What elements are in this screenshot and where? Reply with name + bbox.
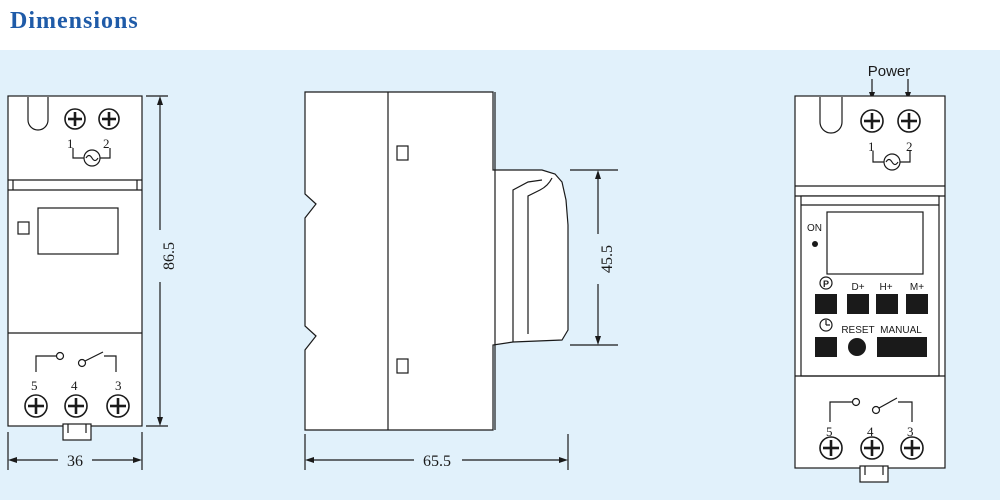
- terminal-label-5: 5: [31, 378, 38, 393]
- hour-plus-label: H+: [879, 282, 892, 293]
- terminal-label-3: 3: [115, 378, 122, 393]
- program-icon: P: [819, 276, 833, 290]
- terminal-label-4: 4: [71, 378, 78, 393]
- terminal-screw-icon: [64, 394, 88, 418]
- reset-button[interactable]: [848, 338, 866, 356]
- front-detail-view: Power 1 2 ON: [794, 63, 946, 483]
- ac-power-icon: [872, 151, 911, 171]
- day-plus-button[interactable]: [847, 294, 869, 314]
- minute-plus-button[interactable]: [906, 294, 928, 314]
- terminal-label-4: 4: [867, 424, 874, 439]
- terminal-label-1: 1: [868, 139, 875, 154]
- dimensions-panel: 1 2 5 4 3: [0, 50, 1000, 500]
- clock-icon: [819, 318, 833, 332]
- dimension-height: 86.5: [161, 242, 178, 270]
- manual-label: MANUAL: [880, 325, 922, 336]
- front-outline-view: 1 2 5 4 3: [7, 95, 178, 470]
- terminal-screw-icon: [860, 109, 884, 133]
- page-title: Dimensions: [10, 8, 139, 34]
- display-window: [37, 207, 119, 255]
- terminal-label-3: 3: [907, 424, 914, 439]
- power-label: Power: [868, 63, 911, 80]
- terminal-screw-icon: [897, 109, 921, 133]
- program-button[interactable]: [815, 294, 837, 314]
- terminal-label-2: 2: [906, 139, 913, 154]
- ac-power-icon: [72, 148, 111, 167]
- hour-plus-button[interactable]: [876, 294, 898, 314]
- terminal-screw-icon: [98, 108, 120, 130]
- terminal-screw-icon: [64, 108, 86, 130]
- lcd-display: [826, 211, 924, 275]
- terminal-label-5: 5: [826, 424, 833, 439]
- terminal-screw-icon: [900, 436, 924, 460]
- terminal-label-2: 2: [103, 136, 110, 151]
- on-label: ON: [807, 223, 822, 234]
- day-plus-label: D+: [851, 282, 864, 293]
- dimension-depth: 65.5: [423, 453, 451, 470]
- terminal-label-1: 1: [67, 136, 74, 151]
- relay-contact-icon: [35, 351, 117, 372]
- dimension-front-depth: 45.5: [599, 245, 616, 273]
- minute-plus-label: M+: [910, 282, 924, 293]
- terminal-screw-icon: [106, 394, 130, 418]
- terminal-screw-icon: [24, 394, 48, 418]
- reset-label: RESET: [841, 325, 874, 336]
- on-indicator-led: [812, 241, 818, 247]
- terminal-screw-icon: [819, 436, 843, 460]
- clock-button[interactable]: [815, 337, 837, 357]
- svg-text:P: P: [823, 279, 829, 289]
- terminal-screw-icon: [860, 436, 884, 460]
- dimension-width: 36: [67, 453, 83, 470]
- side-profile-view: 65.5 45.5: [304, 91, 618, 470]
- manual-button[interactable]: [877, 337, 927, 357]
- relay-contact-icon: [829, 397, 913, 422]
